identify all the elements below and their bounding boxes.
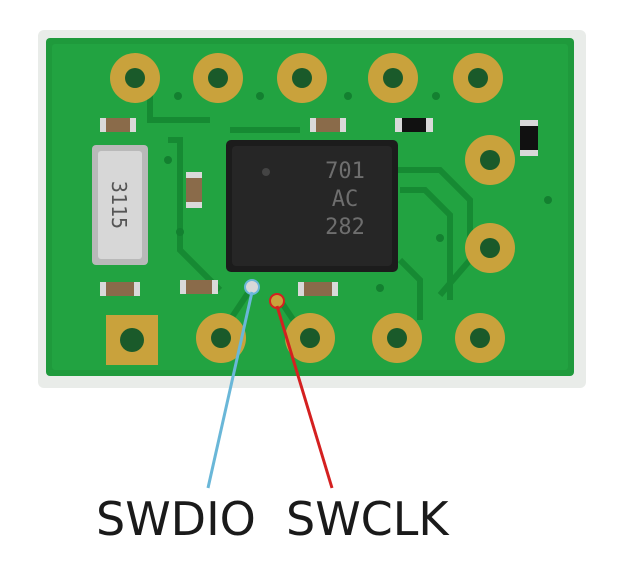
swdio-testpoint	[244, 279, 260, 295]
crystal-marking: 3115	[107, 181, 131, 229]
crystal	[92, 145, 148, 265]
right-pads	[465, 135, 515, 273]
swdio-pointer-line	[206, 291, 254, 489]
traces	[147, 90, 473, 332]
chip-marking-1: 701	[325, 159, 365, 184]
bottom-pads	[106, 313, 505, 365]
vias	[164, 92, 552, 292]
swclk-testpoint	[269, 293, 285, 309]
swclk-pointer-line	[275, 305, 334, 489]
top-pads	[110, 53, 503, 103]
chip	[226, 140, 398, 272]
chip-marking-2: AC	[332, 187, 359, 212]
swclk-label: SWCLK	[286, 492, 449, 546]
chip-marking-3: 282	[325, 215, 365, 240]
swdio-label: SWDIO	[96, 492, 256, 546]
smd-components	[100, 118, 538, 296]
